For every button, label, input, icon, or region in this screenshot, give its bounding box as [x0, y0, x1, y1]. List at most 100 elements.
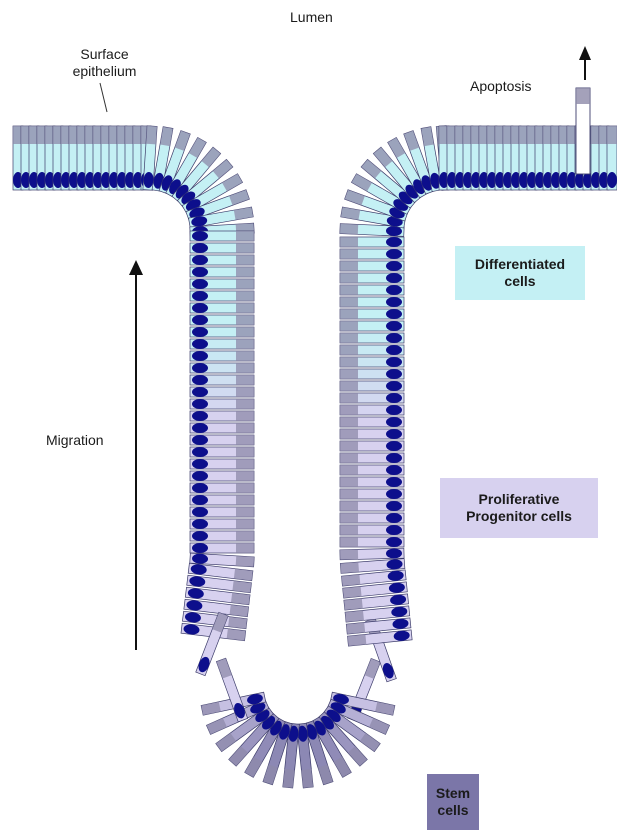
- nucleus: [192, 303, 208, 313]
- brush-border: [340, 477, 358, 487]
- brush-border: [340, 489, 358, 499]
- brush-border: [340, 429, 358, 439]
- epithelial-cell: [340, 249, 404, 259]
- brush-border: [340, 562, 359, 573]
- epithelial-cell: [340, 477, 404, 487]
- nucleus: [386, 417, 402, 427]
- brush-border: [236, 423, 254, 433]
- nucleus: [607, 172, 617, 188]
- nucleus: [386, 501, 402, 511]
- nucleus: [386, 237, 402, 247]
- nucleus: [192, 543, 208, 553]
- brush-border: [236, 399, 254, 409]
- brush-border: [340, 297, 358, 307]
- nucleus: [192, 255, 208, 265]
- epithelial-cell: [340, 417, 404, 427]
- brush-border: [236, 459, 254, 469]
- nucleus: [192, 315, 208, 325]
- brush-border: [340, 393, 358, 403]
- epithelial-cell: [340, 429, 404, 439]
- epithelial-cell: [190, 231, 254, 241]
- brush-border: [236, 291, 254, 301]
- differentiated-line1: Differentiated: [475, 256, 565, 273]
- nucleus: [192, 231, 208, 241]
- brush-border: [160, 127, 173, 146]
- epithelial-cell: [190, 507, 254, 517]
- epithelial-cell: [190, 279, 254, 289]
- brush-border: [340, 333, 358, 343]
- epithelial-cell: [340, 345, 404, 355]
- brush-border: [201, 702, 221, 716]
- nucleus: [192, 363, 208, 373]
- nucleus: [386, 309, 402, 319]
- apoptosis-label: Apoptosis: [470, 78, 531, 95]
- nucleus: [386, 429, 402, 439]
- nucleus: [386, 477, 402, 487]
- epithelial-cell: [340, 261, 404, 271]
- nucleus: [192, 423, 208, 433]
- epithelial-cell: [190, 255, 254, 265]
- nucleus: [386, 357, 402, 367]
- brush-border: [236, 363, 254, 373]
- brush-border: [301, 769, 313, 788]
- nucleus: [192, 243, 208, 253]
- nucleus: [386, 525, 402, 535]
- brush-border: [340, 465, 358, 475]
- epithelial-cell: [190, 387, 254, 397]
- surface-label-line2: epithelium: [62, 63, 147, 80]
- epithelial-cell: [340, 548, 404, 560]
- nucleus: [192, 375, 208, 385]
- nucleus: [192, 435, 208, 445]
- nucleus: [192, 339, 208, 349]
- nucleus: [192, 351, 208, 361]
- epithelial-cell: [190, 471, 254, 481]
- epithelial-cell: [340, 405, 404, 415]
- apoptotic-brush-border: [576, 88, 590, 104]
- nucleus: [192, 483, 208, 493]
- brush-border: [234, 207, 253, 220]
- progenitor-cells-box: Proliferative Progenitor cells: [440, 478, 598, 538]
- epithelial-cell: [340, 309, 404, 319]
- brush-border: [236, 507, 254, 517]
- epithelial-cell: [190, 291, 254, 301]
- brush-border: [236, 556, 255, 567]
- epithelial-cell: [340, 237, 404, 247]
- brush-border: [232, 581, 251, 593]
- epithelial-cell: [190, 483, 254, 493]
- brush-border: [236, 231, 254, 241]
- nucleus: [192, 399, 208, 409]
- brush-border: [227, 629, 246, 641]
- brush-border: [234, 569, 253, 581]
- brush-border: [236, 543, 254, 553]
- epithelial-cell: [190, 423, 254, 433]
- epithelial-cell: [190, 519, 254, 529]
- surface-leader-line: [100, 83, 107, 112]
- brush-border: [230, 605, 249, 617]
- brush-border: [421, 127, 434, 146]
- nucleus: [386, 441, 402, 451]
- brush-border: [236, 531, 254, 541]
- epithelial-cell: [340, 369, 404, 379]
- epithelial-cell: [190, 447, 254, 457]
- nucleus: [386, 453, 402, 463]
- epithelial-cell: [190, 315, 254, 325]
- nucleus: [192, 279, 208, 289]
- epithelial-cell: [340, 525, 404, 535]
- epithelial-cell: [190, 363, 254, 373]
- brush-border: [340, 321, 358, 331]
- brush-border: [341, 207, 360, 220]
- epithelial-cell: [190, 411, 254, 421]
- nucleus: [192, 495, 208, 505]
- nucleus: [386, 513, 402, 523]
- brush-border: [236, 339, 254, 349]
- stem-cells-box: Stem cells: [427, 774, 479, 830]
- nucleus: [386, 273, 402, 283]
- epithelial-cell: [340, 357, 404, 367]
- brush-border: [340, 357, 358, 367]
- nucleus: [192, 459, 208, 469]
- nucleus: [386, 393, 402, 403]
- brush-border: [340, 261, 358, 271]
- epithelial-cell: [340, 465, 404, 475]
- brush-border: [236, 243, 254, 253]
